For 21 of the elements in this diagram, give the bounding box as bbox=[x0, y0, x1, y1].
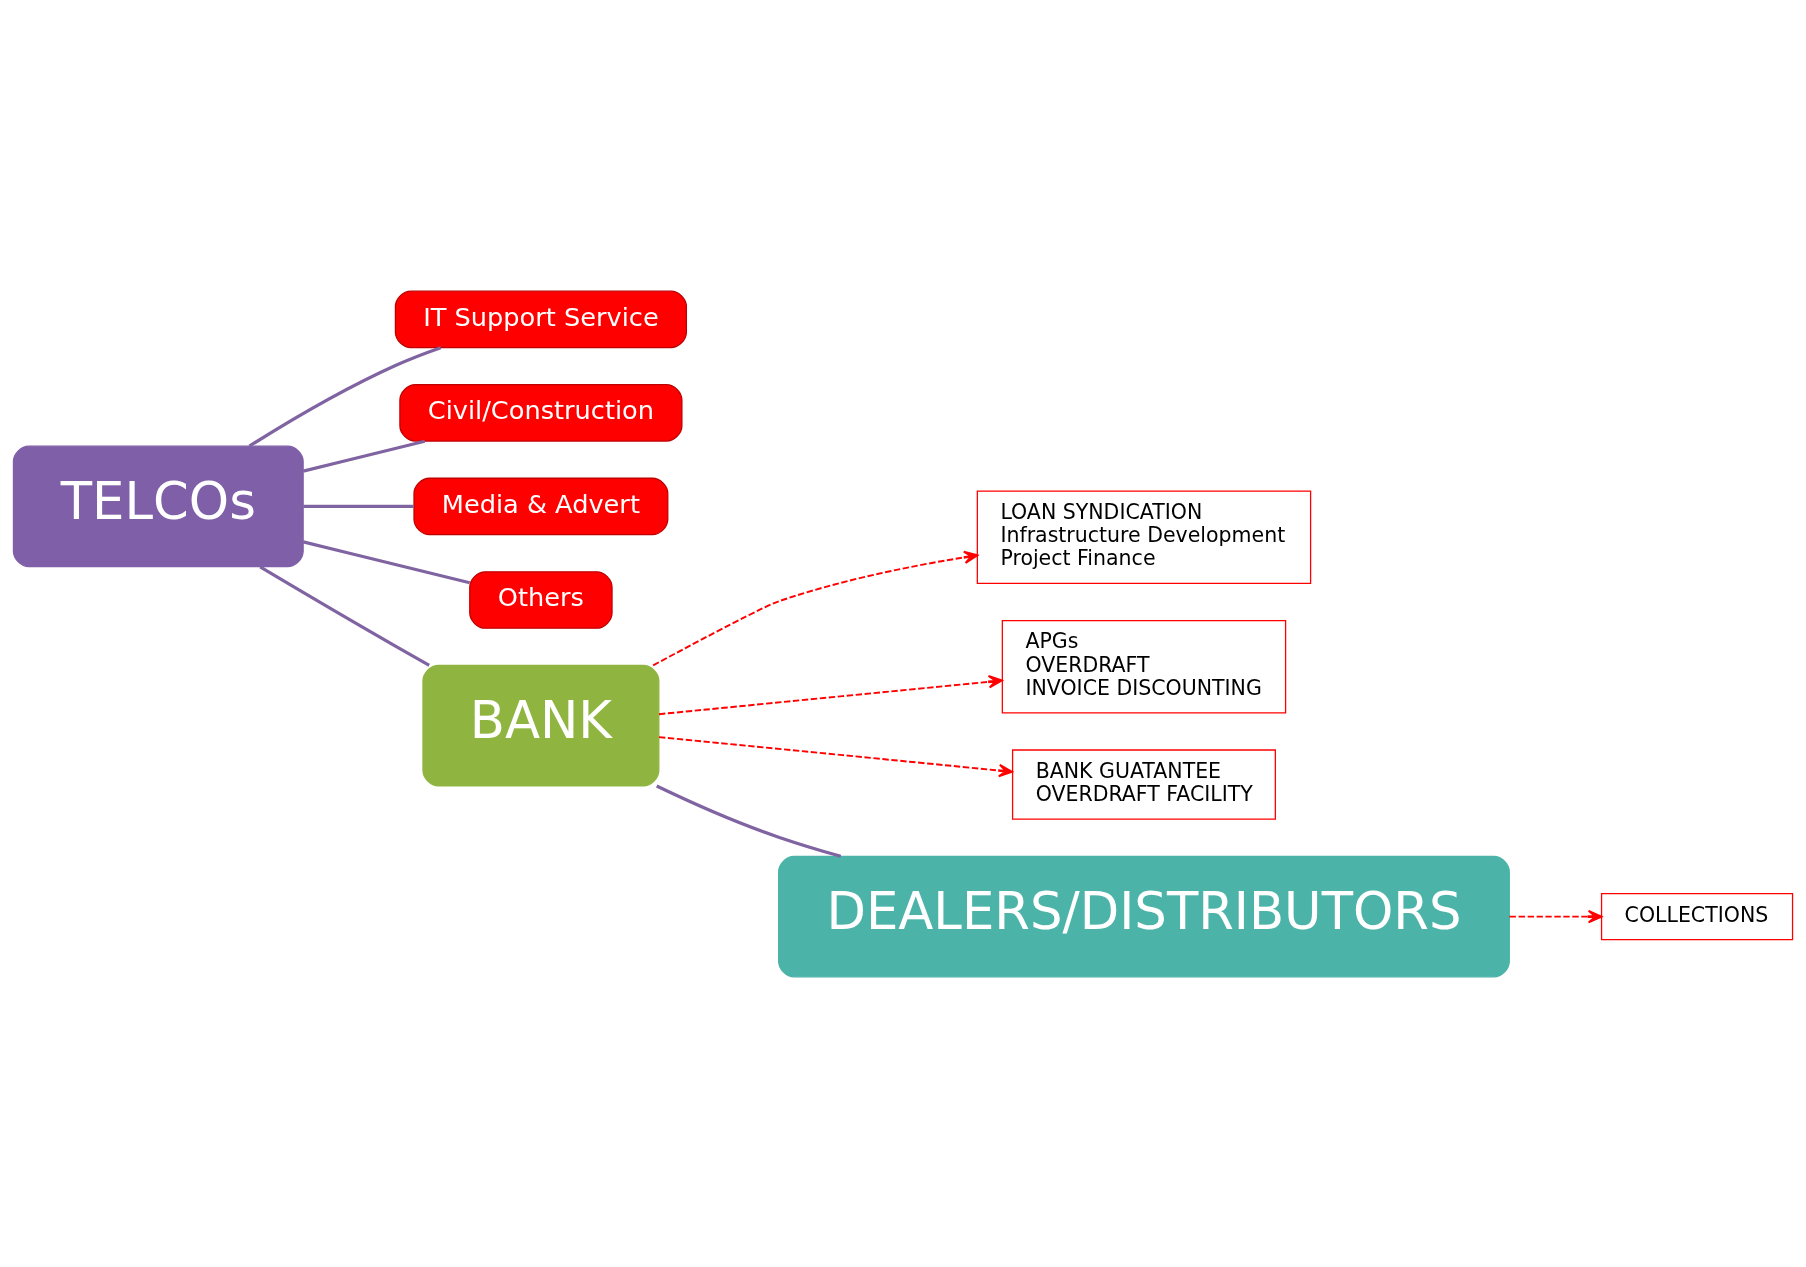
connector bbox=[303, 504, 414, 508]
node-box: Media & Advert bbox=[413, 477, 669, 535]
arrow bbox=[1508, 909, 1603, 923]
connector bbox=[259, 565, 430, 667]
node-box: APGs OVERDRAFT INVOICE DISCOUNTING bbox=[1001, 619, 1287, 713]
node-box: IT Support Service bbox=[394, 290, 687, 348]
node-box: COLLECTIONS bbox=[1600, 892, 1794, 940]
node-box: Civil/Construction bbox=[399, 383, 683, 442]
arrow bbox=[658, 735, 1014, 777]
node-box: DEALERS/DISTRIBUTORS bbox=[778, 855, 1510, 977]
arrow bbox=[658, 674, 1003, 715]
connector bbox=[302, 539, 471, 584]
node-box: LOAN SYNDICATION Infrastructure Development Project Finance bbox=[976, 489, 1312, 584]
node-box: Others bbox=[469, 570, 613, 629]
node-box: TELCOs bbox=[12, 445, 304, 567]
connector bbox=[656, 784, 842, 858]
arrow bbox=[652, 550, 979, 666]
node-box: BANK bbox=[422, 664, 660, 787]
connector bbox=[302, 439, 426, 473]
node-box: BANK GUATANTEE OVERDRAFT FACILITY bbox=[1011, 748, 1276, 820]
connector bbox=[248, 345, 442, 448]
